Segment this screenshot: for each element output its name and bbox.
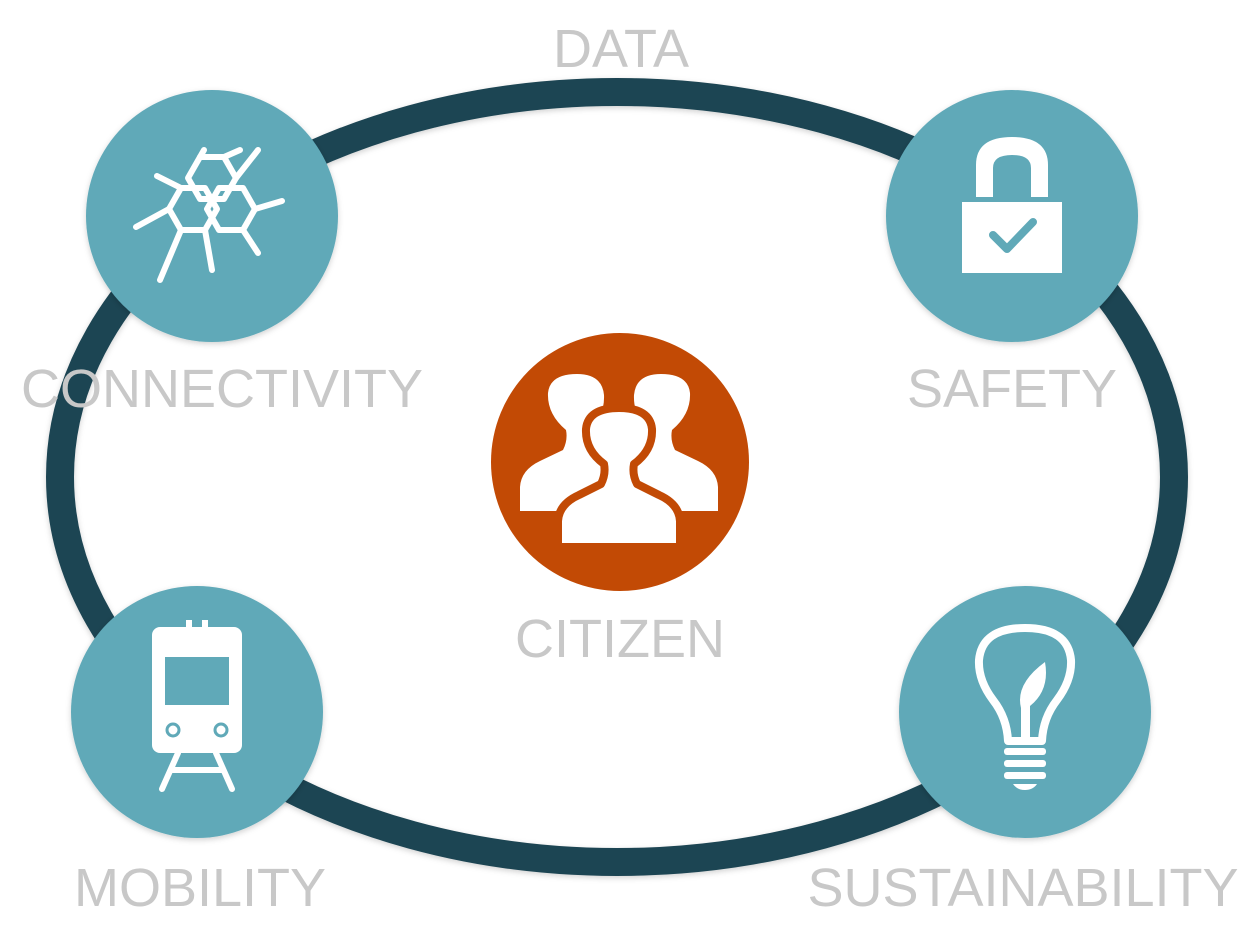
- outer-ring: [46, 78, 1188, 876]
- data-label: DATA: [553, 19, 689, 79]
- mobility-node: [71, 586, 323, 838]
- padlock-check-icon: [962, 137, 1062, 273]
- lightbulb-leaf-icon: [974, 624, 1076, 790]
- safety-node: [886, 90, 1138, 342]
- sustainability-label: SUSTAINABILITY: [807, 858, 1238, 918]
- connectivity-node: [86, 90, 338, 342]
- mobility-label: MOBILITY: [74, 858, 326, 918]
- hexagon-network-icon: [133, 147, 285, 283]
- train-icon: [152, 620, 242, 792]
- connectivity-label: CONNECTIVITY: [21, 359, 423, 419]
- safety-label: SAFETY: [907, 359, 1117, 419]
- citizen-label: CITIZEN: [515, 609, 725, 669]
- citizen-node: [491, 333, 749, 591]
- people-group-icon: [520, 374, 718, 551]
- sustainability-node: [899, 586, 1151, 838]
